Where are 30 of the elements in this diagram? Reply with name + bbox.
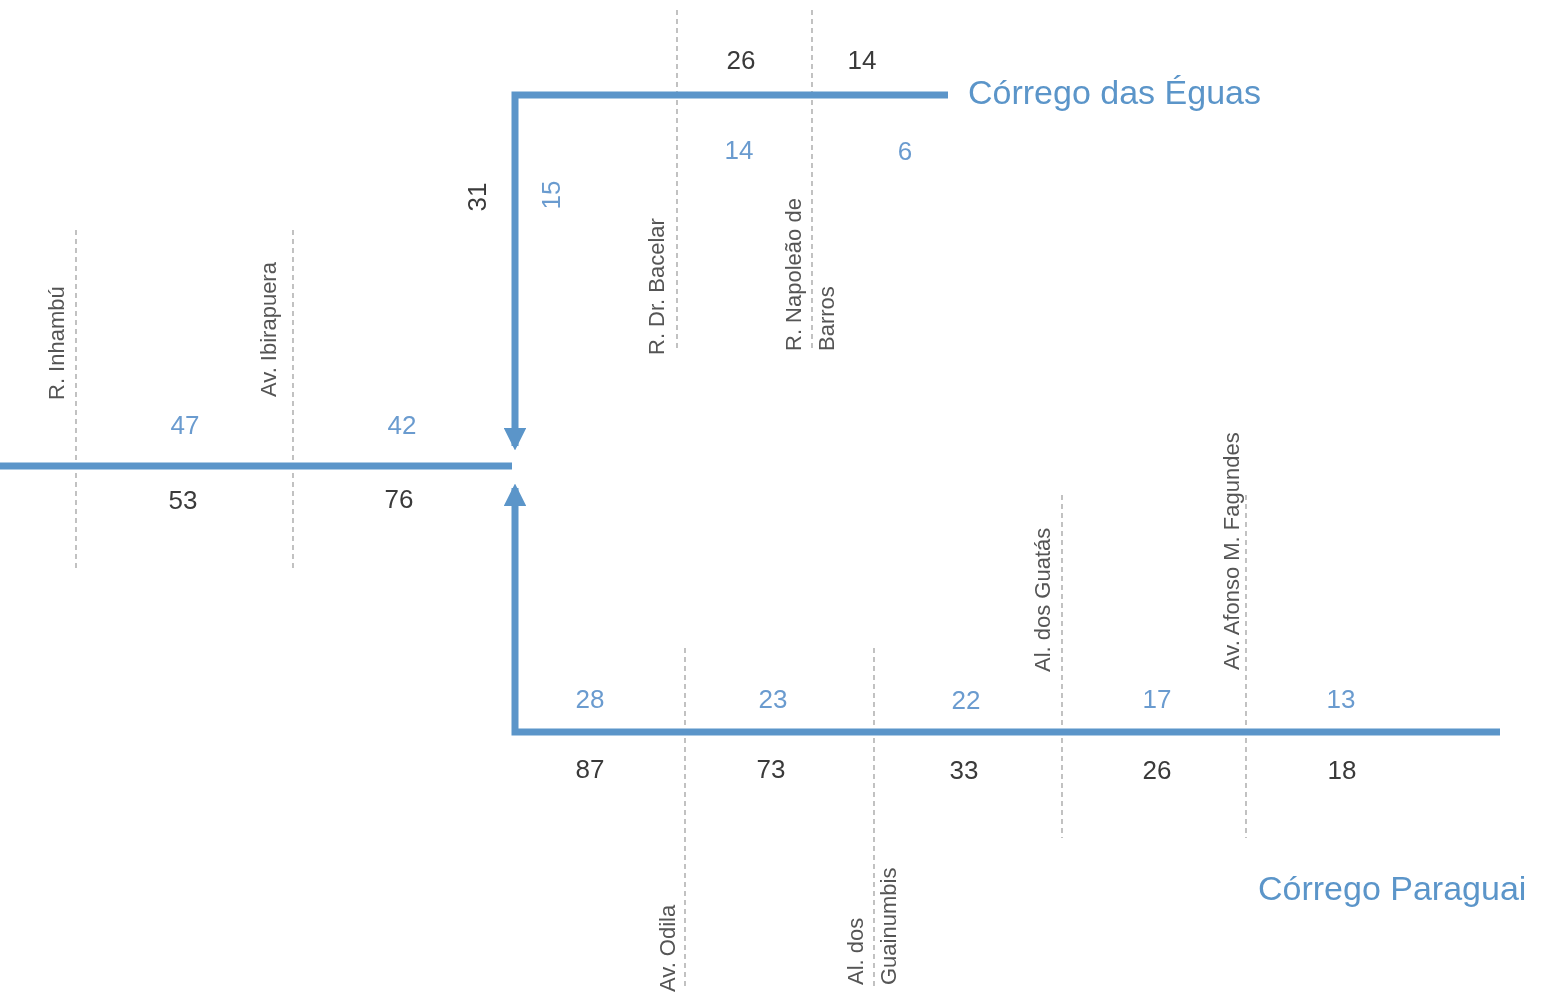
flow-value: 28 — [575, 686, 605, 712]
flow-value: 14 — [724, 137, 754, 163]
flow-value: 13 — [1326, 686, 1356, 712]
flow-value: 47 — [170, 412, 200, 438]
flow-value: 76 — [384, 486, 414, 512]
stream-label: Córrego Paraguai — [1258, 871, 1527, 905]
street-label: R. Dr. Bacelar — [642, 217, 670, 355]
street-label: Al. dos Guainumbis — [842, 866, 902, 985]
flow-value: 18 — [1327, 757, 1357, 783]
flow-value: 87 — [575, 756, 605, 782]
stream-label: Córrego das Éguas — [968, 75, 1261, 109]
flow-value: 6 — [897, 138, 913, 164]
flow-value: 33 — [949, 757, 979, 783]
flow-value: 17 — [1142, 686, 1172, 712]
street-label: R. Napoleão de Barros — [780, 197, 840, 351]
street-label: Al. dos Guatás — [1028, 526, 1056, 672]
flow-value: 31 — [464, 182, 490, 212]
flow-value: 73 — [756, 756, 786, 782]
street-label: Av. Odila — [653, 903, 681, 992]
flow-value: 26 — [726, 47, 756, 73]
flow-value: 23 — [758, 686, 788, 712]
flow-value: 15 — [538, 180, 564, 210]
flow-value: 14 — [847, 47, 877, 73]
street-label: Av. Ibirapuera — [254, 261, 282, 397]
flow-value: 22 — [951, 687, 981, 713]
flow-value: 53 — [168, 487, 198, 513]
flow-value: 42 — [387, 412, 417, 438]
flow-value: 26 — [1142, 757, 1172, 783]
street-label: Av. Afonso M. Fagundes — [1217, 431, 1245, 670]
street-label: R. Inhambú — [42, 285, 70, 400]
